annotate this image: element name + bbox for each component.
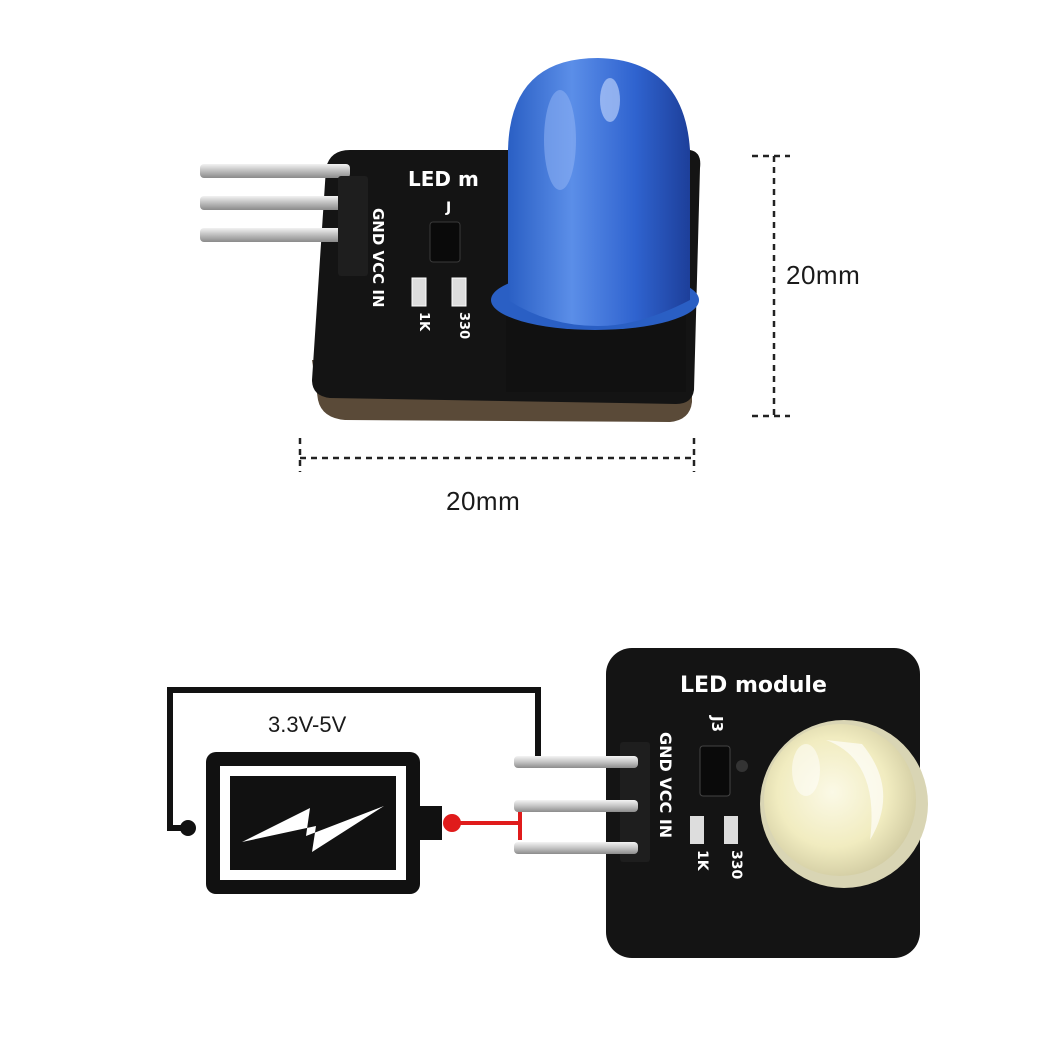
height-dimension-label: 20mm	[786, 260, 861, 290]
battery-icon	[206, 752, 442, 894]
top-module-photo: LED m GND VCC IN J 1K 330	[200, 58, 790, 472]
bottom-white-led	[760, 720, 928, 888]
wiring-diagram: LED module GND VCC IN J3 1K 330	[167, 648, 928, 958]
bottom-silk-pins: GND VCC IN	[656, 732, 675, 838]
top-header-pins	[200, 164, 368, 276]
bottom-pcb-label: LED module	[680, 673, 827, 698]
top-silk-pins: GND VCC IN	[369, 208, 387, 308]
bottom-header-pins	[514, 756, 638, 854]
height-dimension-line	[752, 154, 790, 418]
top-blue-led	[491, 58, 699, 392]
bottom-silk-r2: 330	[728, 850, 744, 879]
width-dimension-line	[298, 438, 696, 472]
black-wire-terminal	[180, 820, 196, 836]
top-pcb-label: LED m	[408, 167, 479, 191]
top-silk-r1: 1K	[416, 312, 431, 332]
top-silk-jumper: J	[445, 200, 451, 216]
bottom-silk-r1: 1K	[694, 850, 710, 872]
top-silk-r2: 330	[456, 312, 471, 339]
voltage-label: 3.3V-5V	[268, 712, 347, 737]
red-wire	[443, 808, 522, 840]
width-dimension-label: 20mm	[446, 486, 521, 516]
bottom-silk-jumper: J3	[708, 715, 726, 732]
